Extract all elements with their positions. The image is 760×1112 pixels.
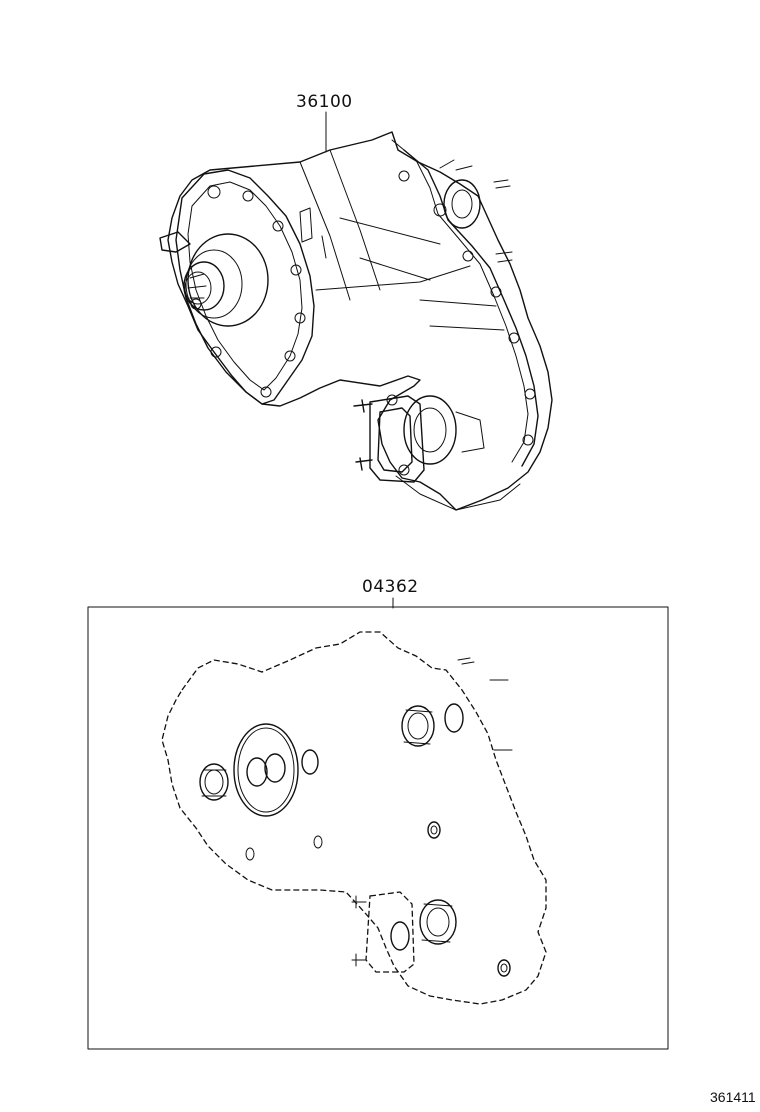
oil-seal[interactable]	[401, 705, 435, 747]
oil-seal[interactable]	[419, 899, 457, 945]
part-number-04362[interactable]: 04362	[362, 577, 419, 597]
part-label-04362[interactable]: 04362	[362, 577, 419, 597]
transfer-case-assembly-illustration[interactable]	[159, 131, 553, 511]
part-number-36100[interactable]: 36100	[296, 92, 353, 112]
part-label-36100[interactable]: 36100	[296, 92, 353, 112]
illustration-code: 361411	[710, 1089, 756, 1105]
small-o-ring[interactable]	[301, 749, 319, 775]
small-o-ring[interactable]	[444, 703, 464, 733]
gasket-kit-frame	[87, 606, 669, 1050]
large-o-ring[interactable]	[233, 723, 299, 817]
gasket-kit-illustration[interactable]	[161, 631, 547, 1005]
small-o-ring[interactable]	[390, 921, 410, 951]
oil-seal[interactable]	[199, 763, 229, 801]
